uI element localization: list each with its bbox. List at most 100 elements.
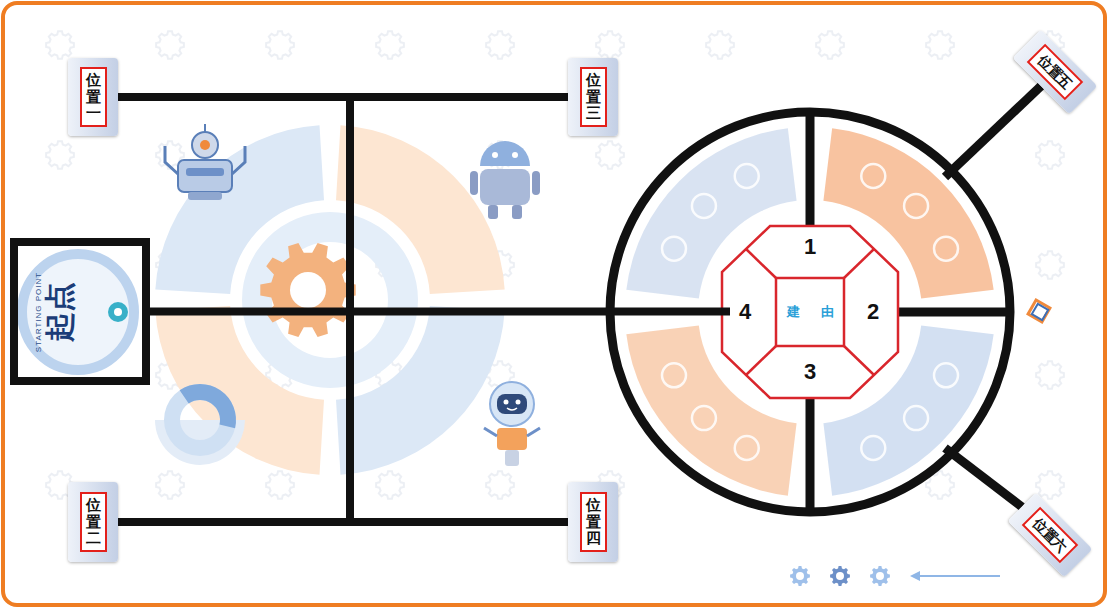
position-tag: 位置一 bbox=[68, 58, 118, 136]
band-icon bbox=[735, 164, 759, 188]
position-label: 位置三 bbox=[586, 72, 601, 122]
connectors bbox=[118, 97, 730, 522]
watermark-gear bbox=[156, 471, 184, 499]
watermark-gear bbox=[596, 141, 624, 169]
octagon-zone bbox=[722, 226, 898, 398]
start-ring bbox=[22, 254, 134, 370]
track-line bbox=[806, 398, 815, 512]
gear-hole bbox=[290, 272, 326, 308]
track-line bbox=[150, 308, 730, 316]
zone-divider bbox=[746, 346, 776, 375]
gear-hole bbox=[796, 572, 804, 580]
band-icon bbox=[861, 436, 885, 460]
zone-number: 1 bbox=[804, 236, 816, 258]
track-line bbox=[945, 86, 1041, 177]
robot-body bbox=[480, 169, 530, 205]
label-frame: 位置二 bbox=[80, 492, 107, 552]
robot-arm bbox=[484, 428, 540, 436]
start-pin bbox=[108, 302, 128, 322]
robot-head bbox=[480, 141, 530, 166]
gear-icon bbox=[870, 566, 890, 586]
gear-icon bbox=[260, 243, 355, 337]
band-icon bbox=[662, 363, 686, 387]
gear-hole bbox=[876, 572, 884, 580]
arrow-head bbox=[910, 571, 920, 581]
decoration bbox=[46, 31, 1064, 586]
band-icon bbox=[692, 194, 716, 218]
watermark-gear bbox=[486, 31, 514, 59]
robot-leg bbox=[488, 205, 498, 219]
track-line bbox=[118, 518, 568, 526]
robot-leg bbox=[512, 205, 522, 219]
position-label: 位置二 bbox=[86, 497, 101, 547]
robot-base bbox=[188, 192, 222, 200]
start-label-group: 起点STARTING POINT bbox=[35, 271, 75, 351]
label-frame: 位置三 bbox=[580, 67, 607, 127]
position-label: 位置一 bbox=[86, 72, 101, 122]
robot-arm bbox=[470, 171, 478, 195]
zone-divider bbox=[844, 249, 874, 278]
label-frame: 位置四 bbox=[580, 492, 607, 552]
ring-band bbox=[336, 125, 505, 294]
label-frame: 位置一 bbox=[80, 67, 107, 127]
robot-smile bbox=[507, 408, 517, 410]
ring-band bbox=[242, 212, 418, 388]
zone-number: 3 bbox=[790, 357, 830, 387]
position-tag: 位置四 bbox=[568, 482, 618, 562]
robot-head bbox=[192, 132, 218, 158]
robot-eye bbox=[516, 400, 521, 405]
position-label: 位置六 bbox=[1029, 514, 1070, 555]
center-label: 建 bbox=[787, 303, 800, 321]
label-frame: 位置六 bbox=[1022, 507, 1079, 564]
zone-band bbox=[626, 128, 796, 298]
watermark-gear bbox=[266, 31, 294, 59]
watermark-gear bbox=[266, 471, 294, 499]
band-icon bbox=[904, 406, 928, 430]
robot-eye bbox=[200, 140, 210, 150]
gear-graphic bbox=[155, 125, 504, 474]
robot-base bbox=[505, 450, 519, 466]
center-zone: 建由 bbox=[776, 278, 844, 346]
position-tag: 位置五 bbox=[1013, 30, 1098, 115]
logo bbox=[1028, 300, 1050, 322]
watermark-gear bbox=[596, 31, 624, 59]
band-icon bbox=[861, 164, 885, 188]
robot-eye bbox=[512, 152, 518, 158]
position-label: 位置五 bbox=[1034, 51, 1075, 92]
zone-number: 1 bbox=[790, 232, 830, 262]
band-icon bbox=[662, 237, 686, 261]
arrow-line bbox=[916, 575, 1000, 577]
zone-band bbox=[626, 325, 796, 495]
robot-panel bbox=[186, 168, 224, 176]
robot-eye bbox=[504, 400, 509, 405]
position-tag: 位置二 bbox=[68, 482, 118, 562]
zone-number: 4 bbox=[739, 301, 751, 323]
mat-frame bbox=[3, 3, 1105, 605]
band-icon bbox=[692, 406, 716, 430]
track-line bbox=[118, 93, 568, 101]
watermark-gear bbox=[156, 31, 184, 59]
watermark-gear bbox=[706, 31, 734, 59]
robot-eye bbox=[492, 152, 498, 158]
donut-graphic bbox=[155, 384, 245, 465]
watermark-gear bbox=[1036, 251, 1064, 279]
label-frame: 位置五 bbox=[1027, 44, 1084, 101]
ring-band bbox=[336, 306, 505, 475]
ring bbox=[164, 384, 236, 456]
band-icon bbox=[735, 436, 759, 460]
position-label: 位置四 bbox=[586, 497, 601, 547]
watermark-gear bbox=[376, 471, 404, 499]
robot-arm bbox=[532, 171, 540, 195]
band-icon bbox=[934, 237, 958, 261]
position-tag: 位置三 bbox=[568, 58, 618, 136]
watermark-gear bbox=[376, 31, 404, 59]
track-line bbox=[806, 112, 815, 226]
zone-number: 2 bbox=[867, 301, 879, 323]
ring-segment bbox=[180, 384, 236, 428]
start-label: 起点 bbox=[44, 282, 76, 342]
band-icon bbox=[934, 363, 958, 387]
